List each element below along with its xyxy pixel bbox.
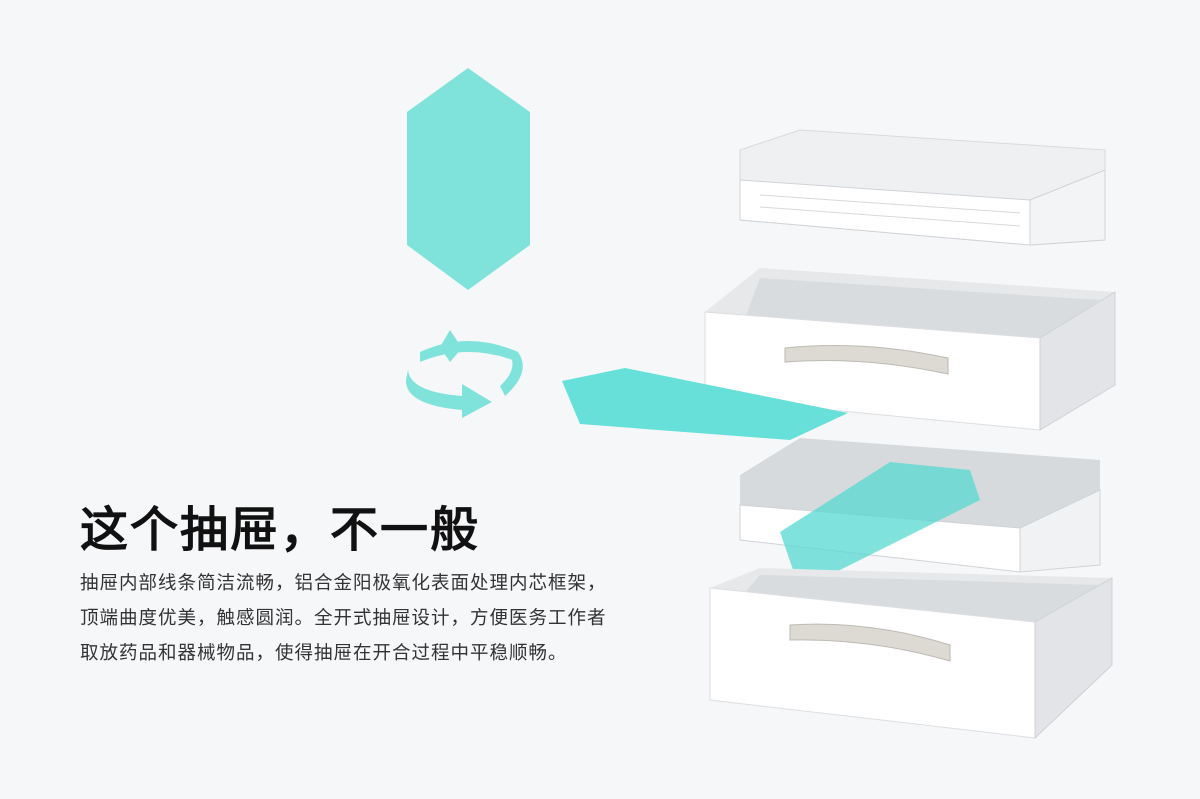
drawer-handle xyxy=(784,345,949,375)
drawer-box-1 xyxy=(704,268,1116,431)
drawer-tray-middle xyxy=(739,438,1101,590)
hexagon-shape xyxy=(407,68,530,290)
drawer-box-2 xyxy=(709,568,1113,740)
rotate-icon xyxy=(405,330,523,418)
drawer-handle xyxy=(789,623,951,662)
headline: 这个抽屉，不一般 xyxy=(80,502,481,558)
description: 抽屉内部线条简洁流畅，铝合金阳极氧化表面处理内芯框架，顶端曲度优美，触感圆润。全… xyxy=(80,573,607,664)
drawer-tray-top xyxy=(739,129,1106,246)
arrow-shape xyxy=(562,368,848,440)
